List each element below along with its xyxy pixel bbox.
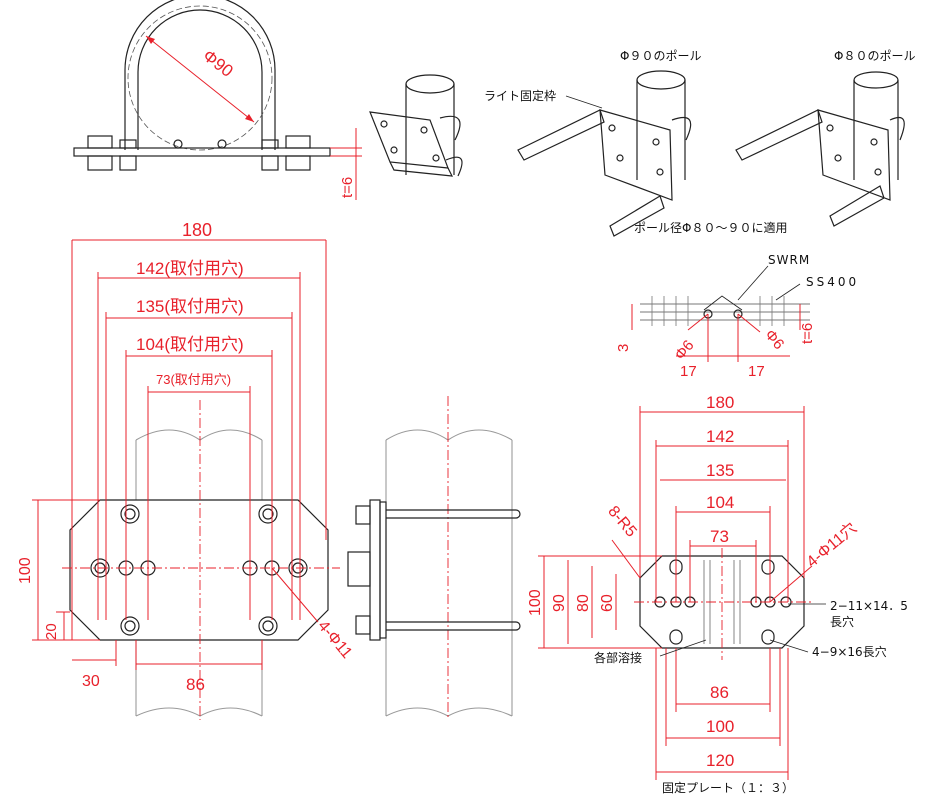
plate-142-label: 142 — [706, 427, 734, 446]
plate-100-label: 100 — [527, 589, 544, 616]
front-view — [62, 400, 340, 720]
weld-thickness-label: t=6 — [799, 323, 816, 344]
pole-range-label: ポール径Φ８０～９０に適用 — [634, 220, 787, 235]
iso-view-pole90 — [517, 70, 692, 237]
weld-17-right: 17 — [748, 363, 765, 380]
front-86-label: 86 — [186, 675, 205, 694]
plate-holes-label: 4-Φ11穴 — [803, 519, 860, 571]
weld-swrm-label: SWRM — [768, 253, 810, 267]
weld-phi6-right: Φ6 — [761, 326, 787, 352]
u-bolt-side-view — [73, 0, 331, 171]
plate-180-label: 180 — [706, 393, 734, 412]
plate-90-label: 90 — [551, 594, 568, 612]
front-142-label: 142(取付用穴) — [136, 259, 244, 278]
plate-73-label: 73 — [710, 527, 729, 546]
weld-phi6-left: Φ6 — [672, 337, 698, 363]
plate-135-label: 135 — [706, 461, 734, 480]
plate-thickness-label: t=6 — [339, 177, 356, 198]
plate-dimension-lines — [538, 406, 826, 780]
front-holes-label: 4-Φ11 — [314, 618, 355, 662]
front-73-label: 73(取付用穴) — [156, 372, 231, 387]
iso-view-1 — [369, 74, 463, 177]
side-view — [347, 396, 521, 720]
front-100-label: 100 — [17, 557, 34, 584]
front-104-label: 104(取付用穴) — [136, 335, 244, 354]
plate-104-label: 104 — [706, 493, 734, 512]
plate-slot1b-label: 長穴 — [830, 614, 854, 629]
front-30-label: 30 — [82, 673, 100, 690]
fixed-plate-view — [634, 548, 812, 660]
plate-60-label: 60 — [599, 594, 616, 612]
front-dimension-lines — [32, 239, 327, 670]
pole80-label: Φ８０のポール — [834, 49, 915, 63]
plate-120-label: 120 — [706, 751, 734, 770]
weld-detail — [631, 265, 810, 362]
frame-label: ライト固定枠 — [484, 88, 556, 103]
front-20-label: 20 — [43, 623, 60, 640]
plate-caption: 固定プレート（１：３） — [662, 780, 794, 795]
plate-86-label: 86 — [710, 683, 729, 702]
plate-weld-label: 各部溶接 — [594, 650, 642, 665]
plate-slot2-label: 4−9×16長穴 — [812, 644, 887, 659]
front-180-label: 180 — [182, 220, 212, 240]
u-bolt-diameter-label: Φ90 — [199, 46, 236, 81]
weld-3-label: 3 — [615, 344, 632, 352]
iso-view-pole80 — [735, 71, 905, 227]
weld-ss400-label: SS400 — [806, 275, 859, 289]
plate-r5-label: 8-R5 — [604, 503, 639, 541]
front-135-label: 135(取付用穴) — [136, 297, 244, 316]
plate-slot1-label: 2−11×14．5 — [830, 599, 908, 613]
weld-17-left: 17 — [680, 363, 697, 380]
plate-80-label: 80 — [575, 594, 592, 612]
pole90-label: Φ９０のポール — [620, 49, 701, 63]
plate-100b-label: 100 — [706, 717, 734, 736]
